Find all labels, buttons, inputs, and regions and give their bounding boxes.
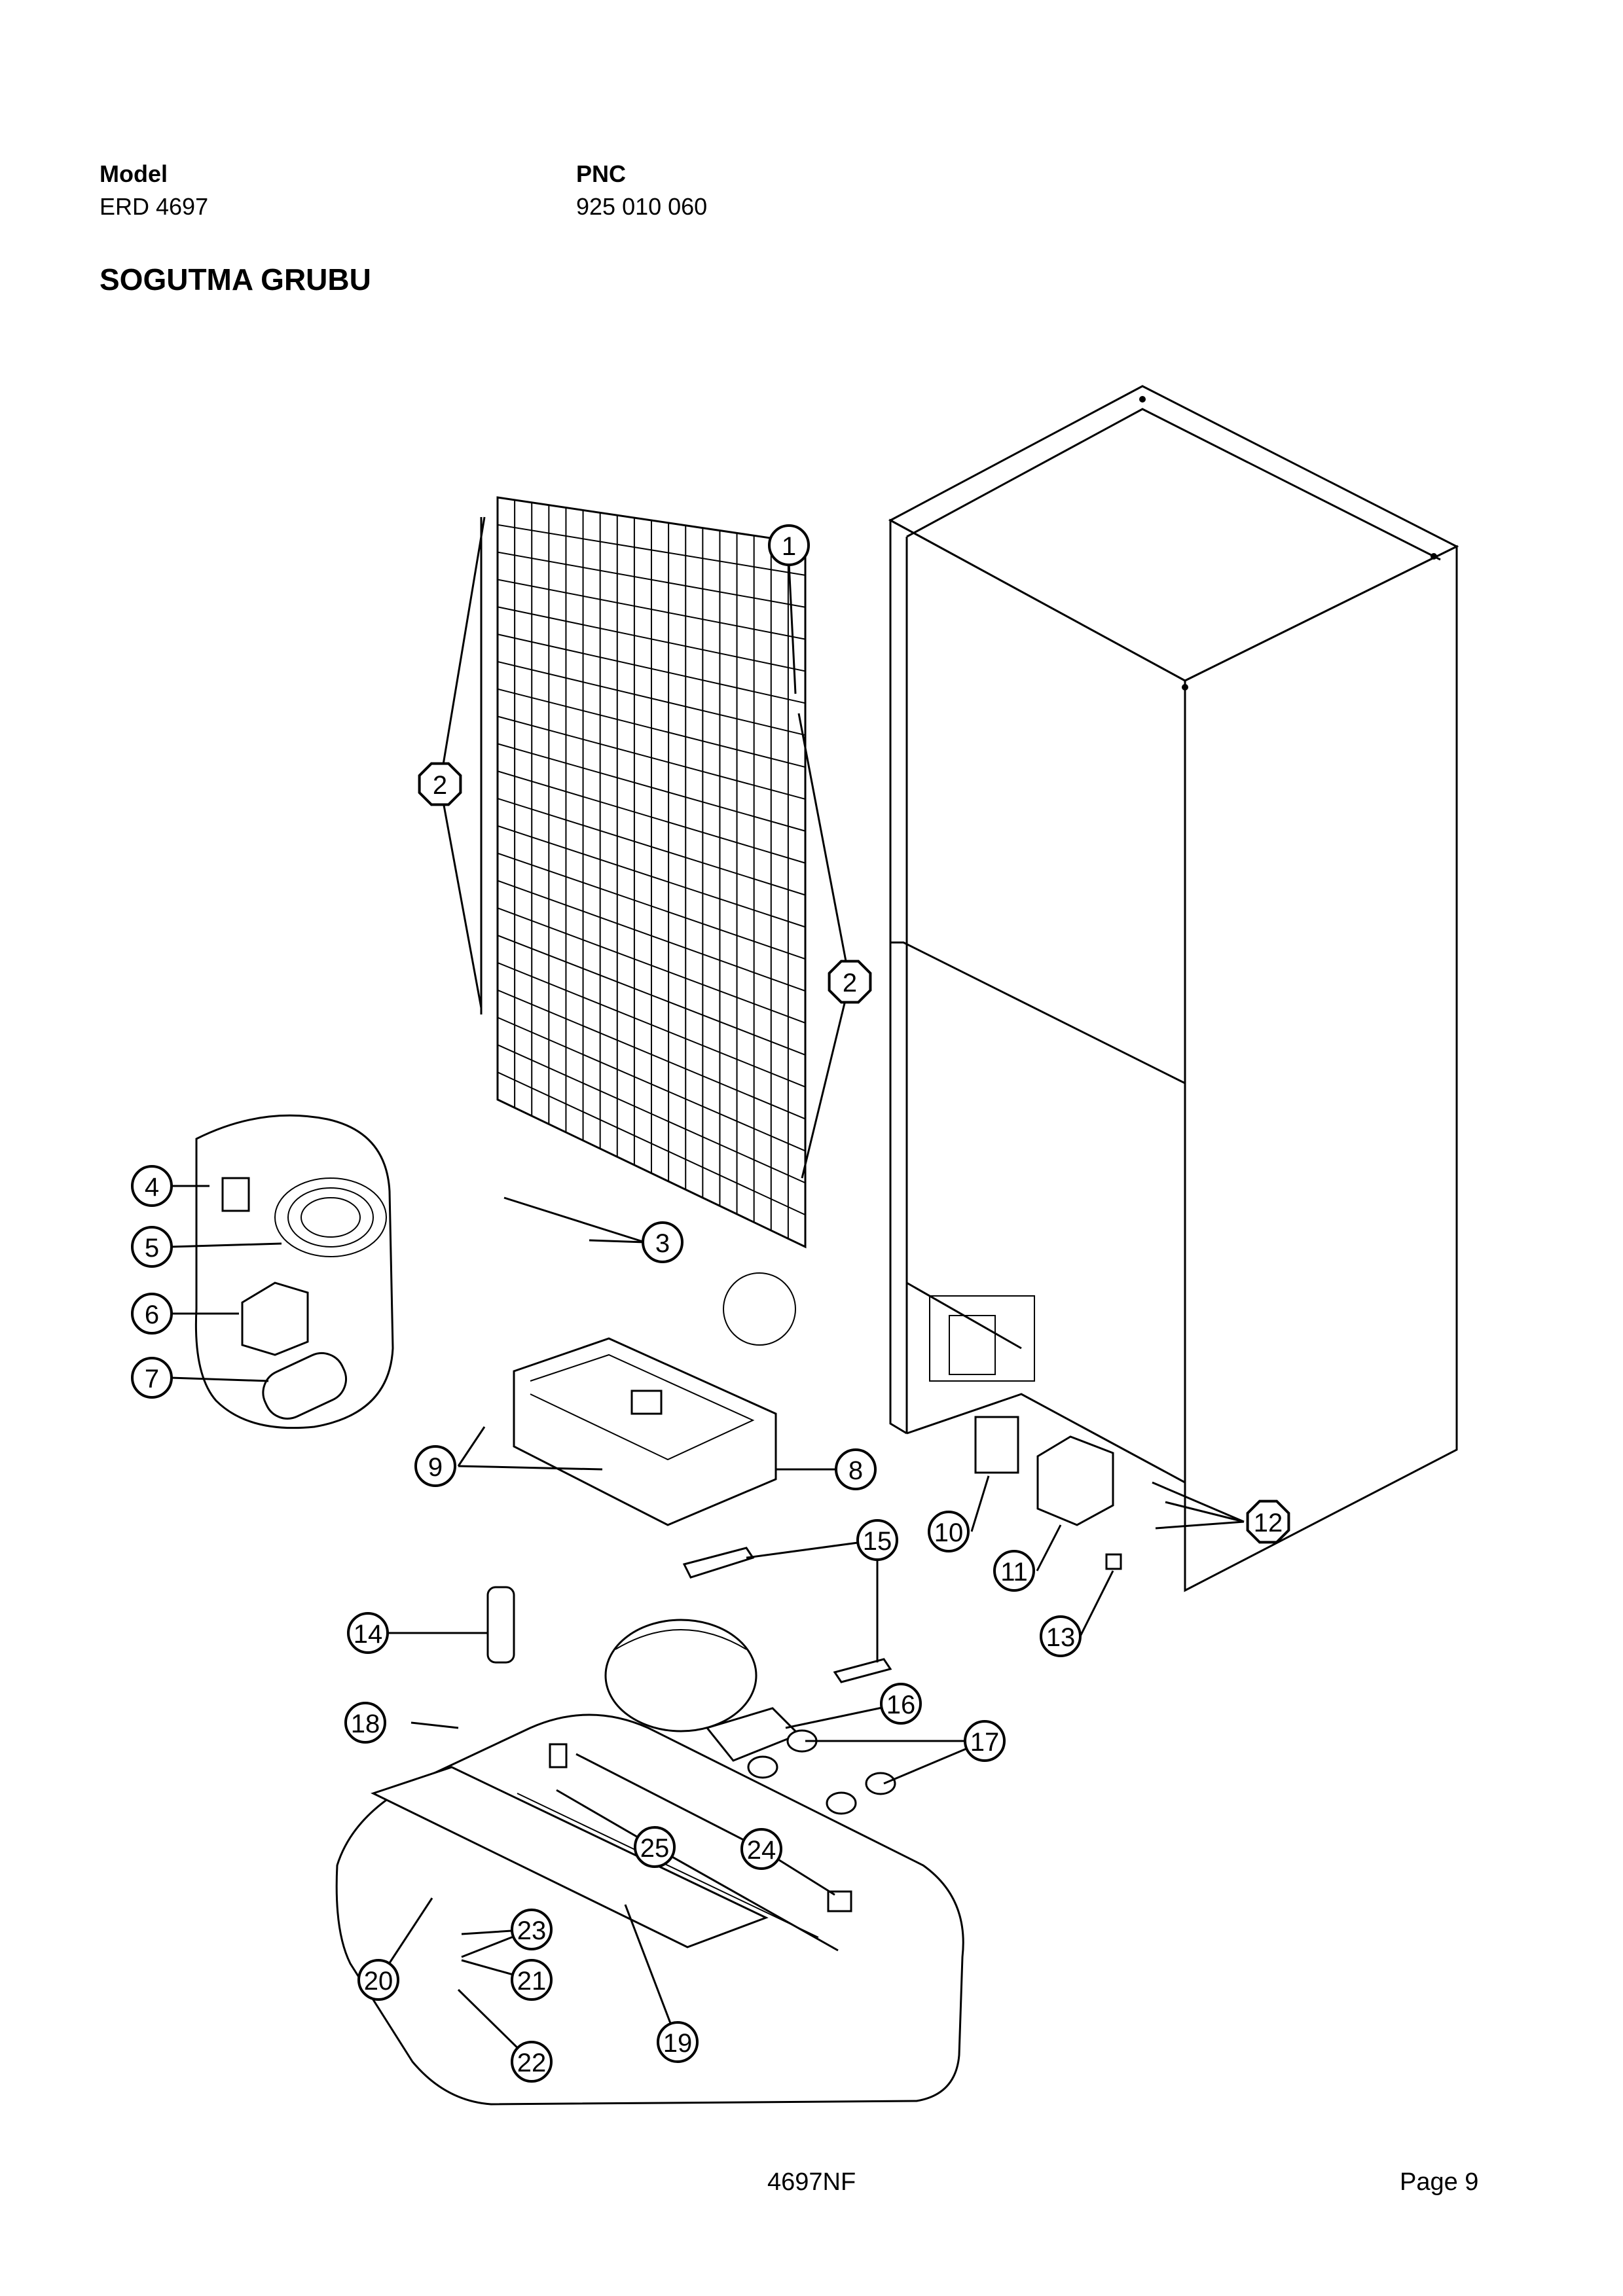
callout-6: 6: [131, 1293, 173, 1335]
section-title: SOGUTMA GRUBU: [100, 262, 371, 296]
callout-label: 2: [433, 771, 447, 800]
pnc-label: PNC: [576, 160, 627, 187]
callout-2: 2: [418, 762, 462, 806]
callout-21: 21: [511, 1959, 553, 2001]
callout-label: 16: [886, 1691, 916, 1719]
callout-label: 9: [428, 1453, 443, 1482]
callout-label: 3: [655, 1229, 670, 1258]
callout-label: 17: [970, 1728, 1000, 1757]
callout-label: 12: [1254, 1509, 1283, 1537]
callout-17: 17: [964, 1720, 1006, 1762]
callout-24: 24: [740, 1828, 782, 1870]
pnc-value: 925 010 060: [576, 193, 708, 220]
callout-1: 1: [768, 524, 810, 566]
callout-label: 1: [782, 532, 796, 561]
callout-9: 9: [414, 1445, 456, 1487]
callout-label: 4: [145, 1173, 159, 1202]
callout-3: 3: [642, 1221, 684, 1263]
callout-25: 25: [634, 1826, 676, 1868]
compressor-drawing: [604, 1619, 801, 1762]
callout-label: 7: [145, 1365, 159, 1393]
callout-label: 8: [848, 1456, 863, 1485]
callout-label: 6: [145, 1300, 159, 1329]
callout-10: 10: [928, 1511, 970, 1552]
model-label: Model: [100, 160, 168, 187]
cabinet-drawing: [888, 385, 1459, 1592]
callout-2: 2: [828, 960, 872, 1004]
callout-label: 2: [843, 969, 857, 997]
callout-label: 23: [517, 1916, 547, 1945]
callout-label: 25: [640, 1834, 670, 1863]
callout-19: 19: [657, 2021, 699, 2063]
callout-11: 11: [993, 1550, 1035, 1592]
callout-label: 10: [934, 1518, 964, 1547]
drip-tray-drawing: [513, 1337, 777, 1526]
model-value: ERD 4697: [100, 193, 209, 220]
callout-label: 5: [145, 1234, 159, 1263]
callout-8: 8: [835, 1448, 877, 1490]
footer-page-number: Page 9: [1400, 2168, 1479, 2196]
callout-7: 7: [131, 1357, 173, 1399]
callout-label: 22: [517, 2049, 547, 2077]
callout-label: 20: [364, 1967, 393, 1996]
callout-label: 21: [517, 1967, 547, 1996]
callout-label: 13: [1046, 1623, 1076, 1652]
callout-15: 15: [856, 1519, 898, 1561]
callout-label: 19: [663, 2029, 693, 2058]
callout-18: 18: [344, 1702, 386, 1744]
base-plate-drawing: [335, 1713, 964, 2106]
callout-4: 4: [131, 1165, 173, 1207]
condenser-grid-drawing: [480, 496, 807, 1249]
callout-label: 24: [747, 1836, 776, 1865]
accessory-group-drawing: [194, 1114, 394, 1429]
footer-doc-code: 4697NF: [767, 2168, 856, 2196]
callout-label: 18: [351, 1710, 380, 1738]
callout-16: 16: [880, 1683, 922, 1725]
callout-13: 13: [1040, 1615, 1082, 1657]
callout-5: 5: [131, 1226, 173, 1268]
callout-22: 22: [511, 2041, 553, 2083]
small-parts-drawing: [486, 1272, 1122, 1912]
callout-label: 14: [354, 1620, 383, 1649]
callout-23: 23: [511, 1909, 553, 1950]
callout-14: 14: [347, 1612, 389, 1654]
callout-label: 15: [863, 1527, 892, 1556]
callout-20: 20: [357, 1959, 399, 2001]
callout-12: 12: [1246, 1499, 1290, 1544]
callout-label: 11: [1000, 1558, 1028, 1587]
